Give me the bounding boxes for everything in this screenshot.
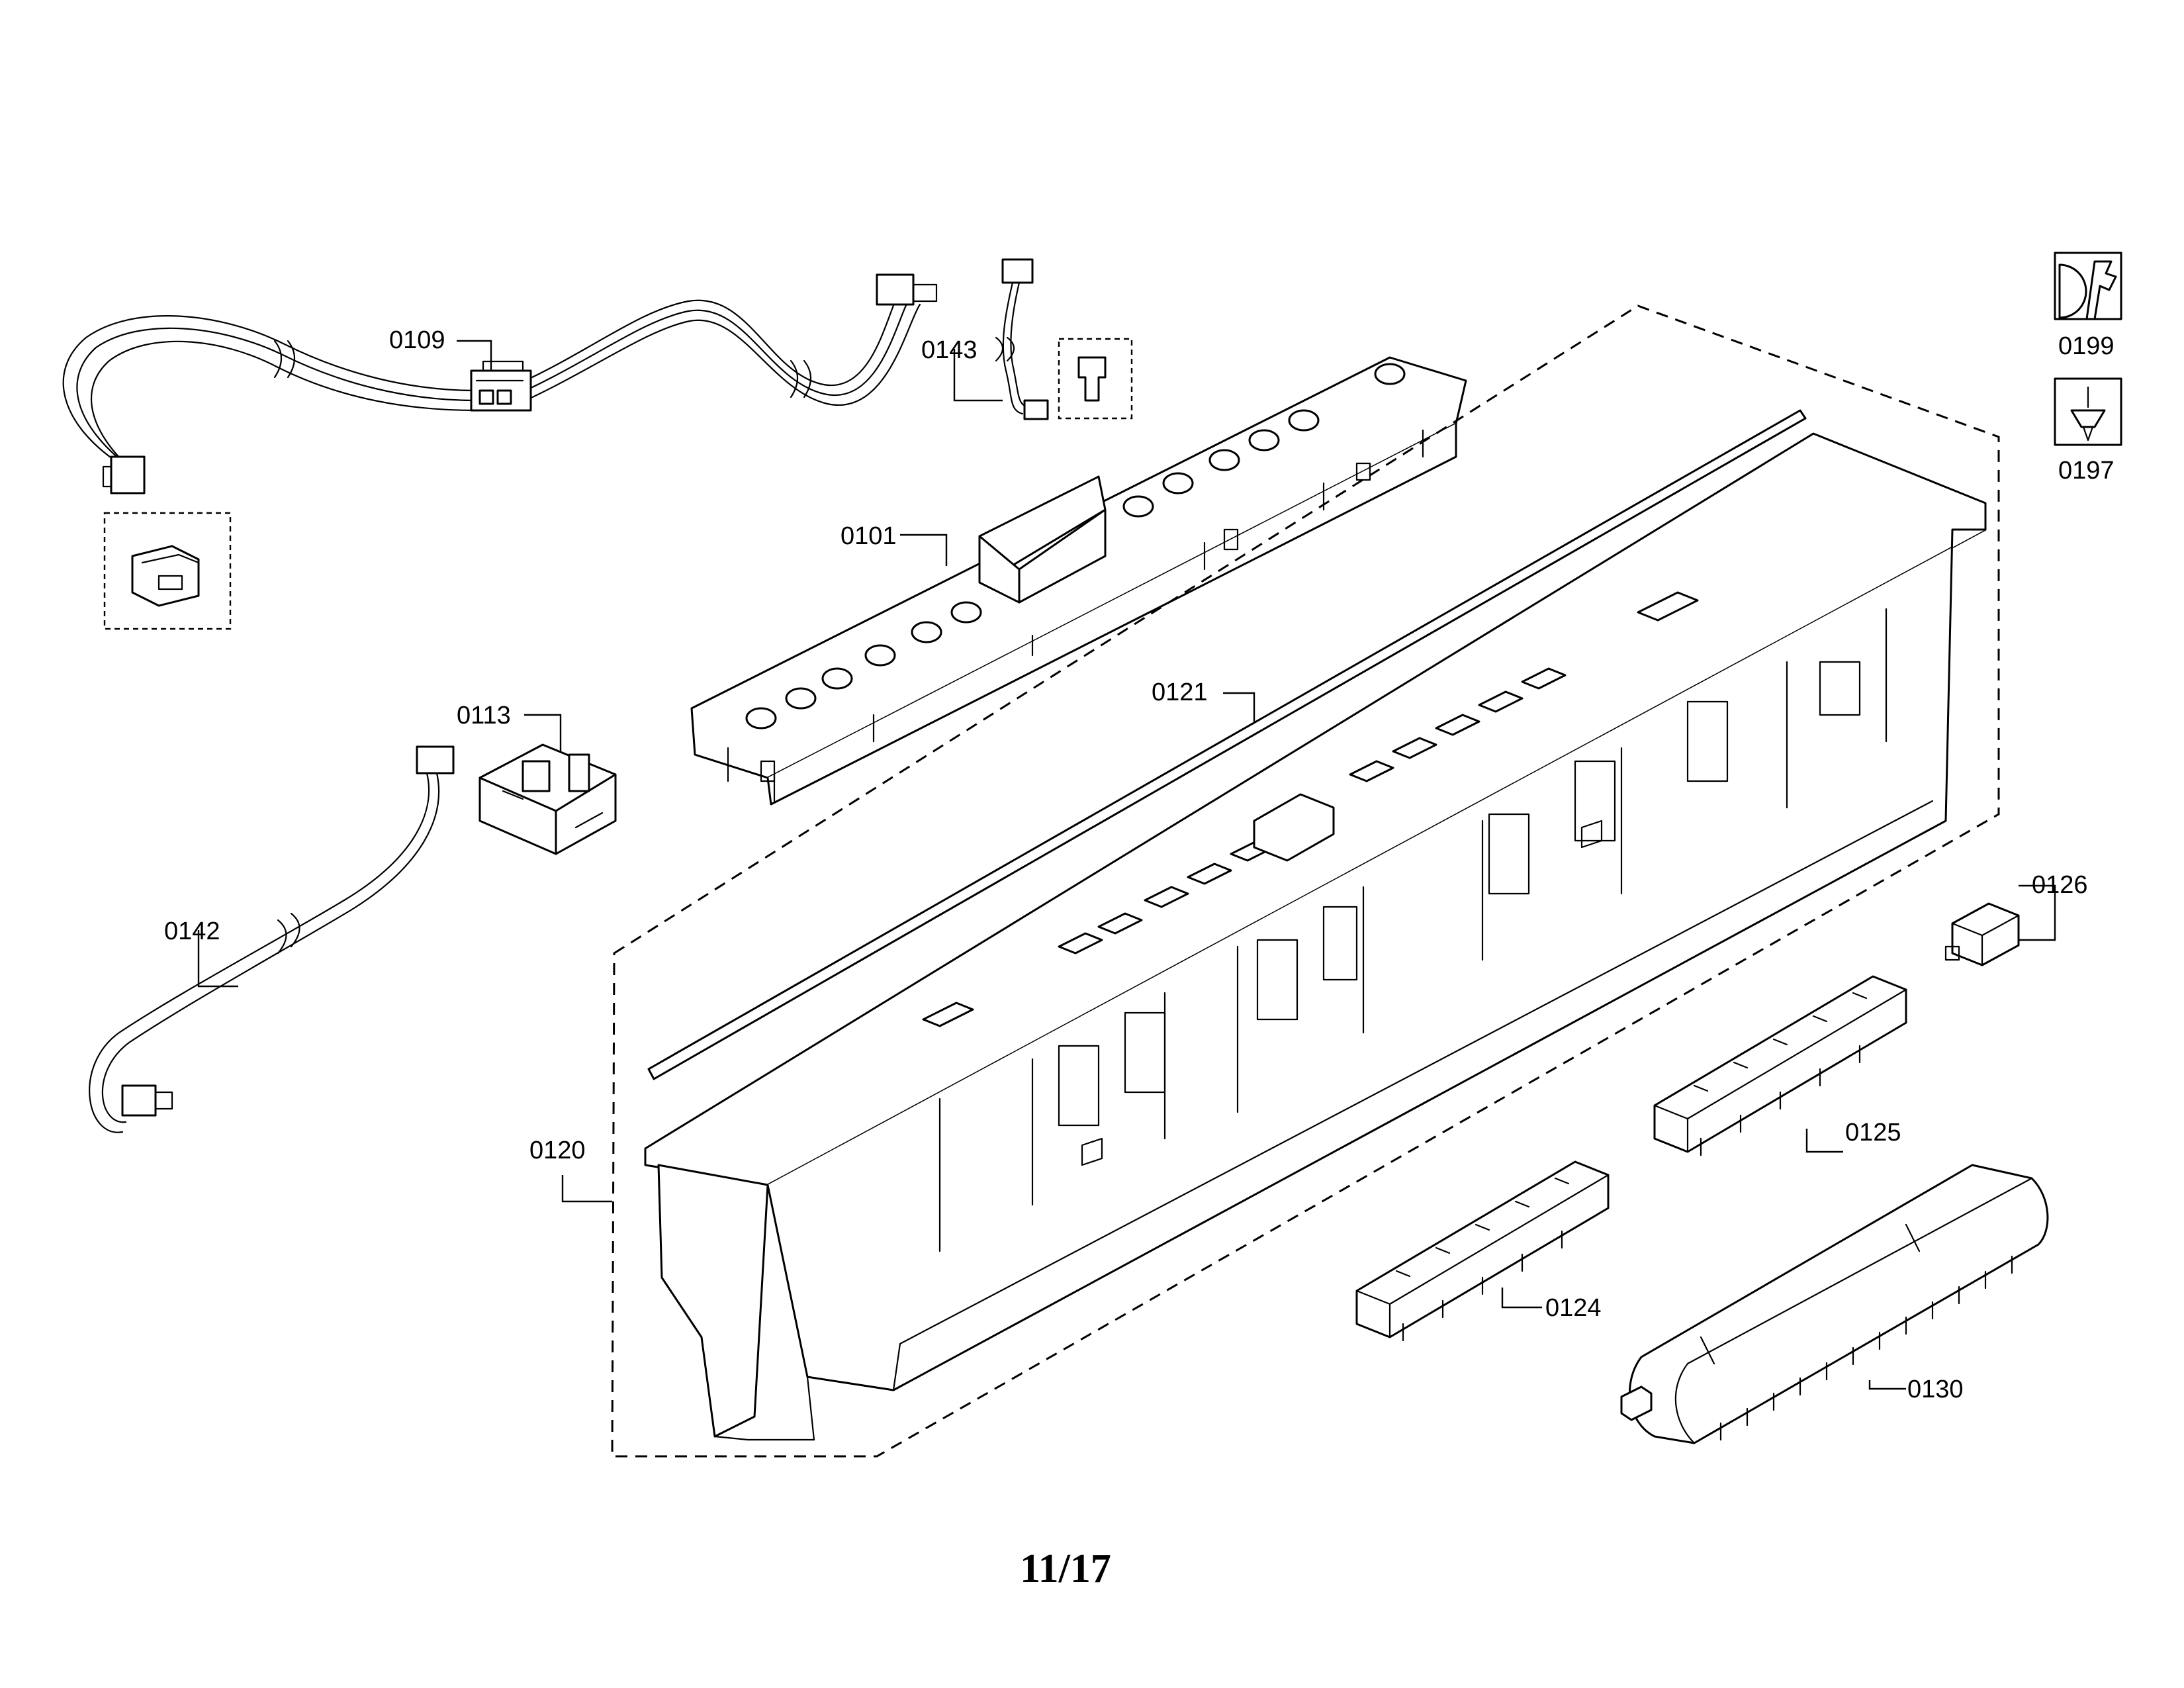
callout-0143: 0143 bbox=[921, 336, 978, 364]
control-module-0101 bbox=[690, 356, 1467, 806]
callout-0142: 0142 bbox=[164, 917, 220, 945]
assembly-outline bbox=[611, 305, 2000, 1458]
panel-frame-0120 bbox=[644, 432, 1987, 1441]
wrench-icon bbox=[2054, 252, 2122, 320]
callout-0121: 0121 bbox=[1152, 679, 1208, 706]
callout-0125: 0125 bbox=[1845, 1119, 1901, 1147]
callout-0124: 0124 bbox=[1545, 1294, 1602, 1322]
callout-0130: 0130 bbox=[1907, 1376, 1964, 1403]
callout-0126: 0126 bbox=[2032, 871, 2088, 899]
callout-0197: 0197 bbox=[2058, 457, 2115, 485]
callout-0109: 0109 bbox=[389, 326, 445, 354]
leader-lines bbox=[197, 340, 2056, 1390]
callout-0113: 0113 bbox=[457, 702, 511, 729]
trim-strip-0121 bbox=[647, 409, 1807, 1080]
button-strip-0124 bbox=[1355, 1160, 1610, 1342]
cable-0142 bbox=[89, 745, 455, 1133]
button-strip-0125 bbox=[1653, 975, 1907, 1156]
callout-0199: 0199 bbox=[2058, 332, 2115, 360]
cable-0143 bbox=[995, 258, 1133, 420]
wire-harness-0109 bbox=[62, 273, 938, 630]
callout-0120: 0120 bbox=[529, 1137, 586, 1164]
cover-0130 bbox=[1620, 1164, 2049, 1444]
screwdriver-icon bbox=[2054, 377, 2122, 446]
page-number: 11/17 bbox=[1020, 1546, 1111, 1591]
callout-0101: 0101 bbox=[841, 522, 897, 550]
part-0113 bbox=[478, 743, 617, 855]
cap-0126 bbox=[1944, 902, 2020, 966]
